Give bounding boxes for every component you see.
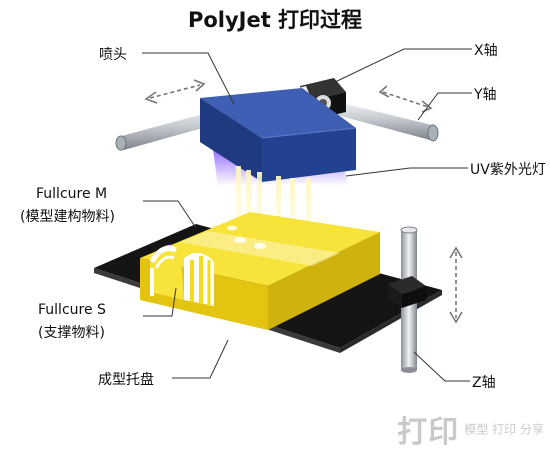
- label-y-axis: Y轴: [474, 87, 497, 103]
- label-z-axis: Z轴: [472, 375, 496, 391]
- label-model-material: (模型建构物料): [20, 209, 115, 225]
- label-uv-lamp: UV紫外光灯: [470, 162, 546, 178]
- y-rail-right: [326, 100, 439, 142]
- label-fullcure-m: Fullcure M: [36, 186, 108, 202]
- print-head: [200, 88, 357, 182]
- label-x-axis: X轴: [474, 43, 498, 59]
- z-motion-arrow: [449, 246, 463, 324]
- x-motion-arrow: [144, 79, 206, 104]
- watermark-logo-text: 打印: [397, 415, 460, 450]
- label-nozzle: 喷头: [99, 47, 127, 63]
- diagram-title: PolyJet 打印过程: [187, 8, 363, 32]
- leader-lines: [142, 48, 472, 382]
- label-fullcure-s: Fullcure S: [38, 302, 106, 318]
- label-support-material: (支撑物料): [38, 325, 105, 341]
- jetting-beams: [236, 166, 311, 242]
- support-structure: [149, 244, 214, 306]
- label-build-tray: 成型托盘: [98, 372, 154, 388]
- watermark: 打印 模型 打印 分享: [397, 407, 544, 451]
- watermark-tagline: 模型 打印 分享: [464, 422, 544, 437]
- z-axis-column: [388, 226, 426, 373]
- y-motion-arrow: [378, 85, 433, 113]
